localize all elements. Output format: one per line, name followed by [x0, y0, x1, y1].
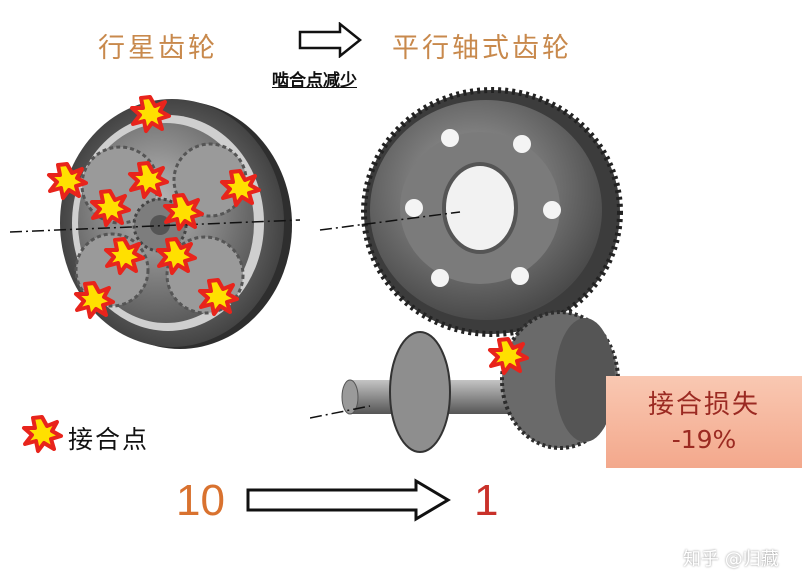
mesh-point-icon	[74, 281, 115, 319]
mesh-point-icon	[198, 278, 239, 316]
mesh-point-icon	[156, 237, 197, 275]
count-after: 1	[474, 476, 499, 525]
arrow-right-icon	[298, 22, 362, 58]
planetary-gear-title: 行星齿轮	[98, 33, 218, 64]
mesh-point-icon	[220, 169, 261, 207]
mesh-point-icon	[47, 162, 88, 200]
mesh-point-icon	[128, 161, 169, 199]
count-before: 10	[176, 476, 225, 525]
parallel-gear-icon	[310, 87, 623, 453]
loss-title: 接合损失	[647, 390, 760, 420]
mesh-point-icon	[163, 193, 204, 231]
loss-value: -19%	[671, 425, 737, 454]
mesh-point-icon	[130, 95, 171, 133]
mesh-points-reduced-label: 啮合点减少	[272, 71, 357, 91]
parallel-gear-title: 平行轴式齿轮	[392, 33, 572, 64]
mesh-point-icon	[90, 189, 131, 227]
mesh-point-icon	[104, 237, 145, 275]
watermark: 知乎 @归藏	[683, 549, 779, 570]
arrow-right-icon	[246, 478, 451, 522]
legend-label: 接合点	[68, 425, 150, 454]
mesh-point-icon	[488, 337, 529, 375]
loss-box	[606, 376, 802, 468]
legend-mesh-point-icon	[22, 415, 63, 453]
